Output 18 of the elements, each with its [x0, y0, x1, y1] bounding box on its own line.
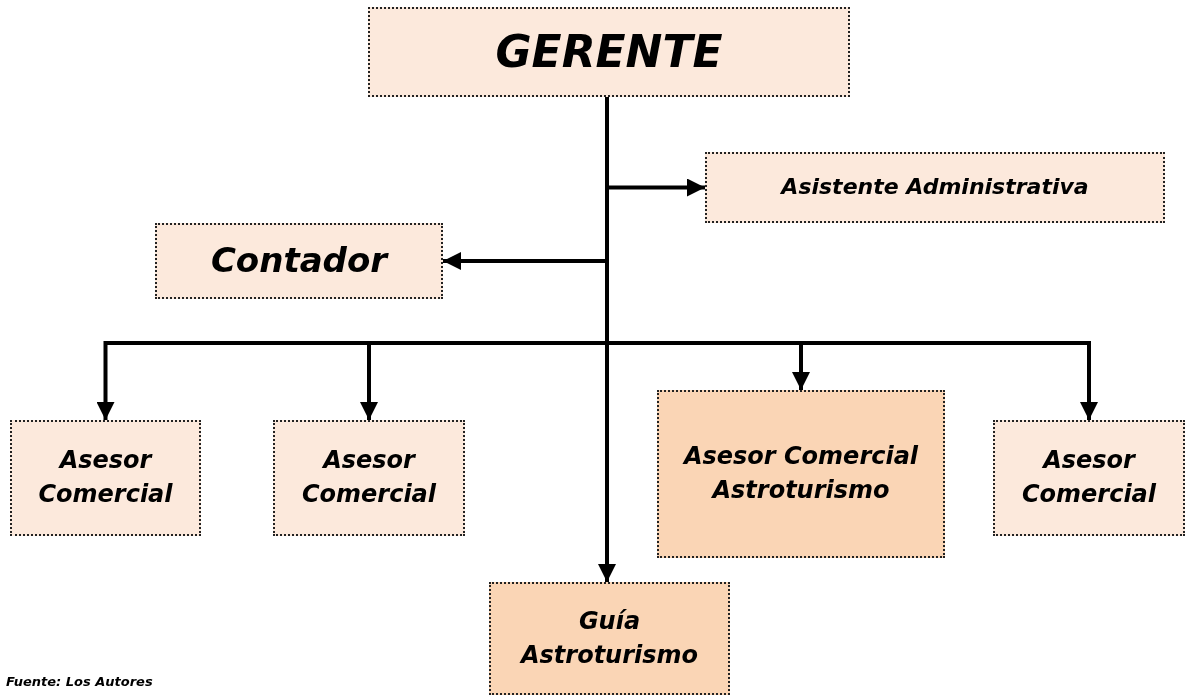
position-title: Asesor Comercial: [300, 445, 438, 510]
position-title: Asistente Administrativa: [781, 173, 1089, 202]
position-box: [489, 582, 730, 695]
position-title: Asesor Comercial: [1020, 445, 1158, 510]
position-box: [368, 7, 850, 97]
source-note: Fuente: Los Autores: [6, 674, 153, 689]
position-title: GERENTE: [495, 25, 723, 80]
position-title: Asesor Comercial: [37, 445, 174, 510]
position-box: [10, 420, 201, 536]
position-box: [155, 223, 443, 299]
position-title: Contador: [210, 239, 388, 283]
position-box: [993, 420, 1185, 536]
connector-arrow: [598, 97, 616, 582]
position-title: Asesor Comercial Astroturismo: [681, 441, 920, 506]
position-box: [273, 420, 465, 536]
position-box: [657, 390, 945, 558]
position-box: [705, 152, 1165, 223]
position-title: Guía Astroturismo: [518, 605, 700, 671]
